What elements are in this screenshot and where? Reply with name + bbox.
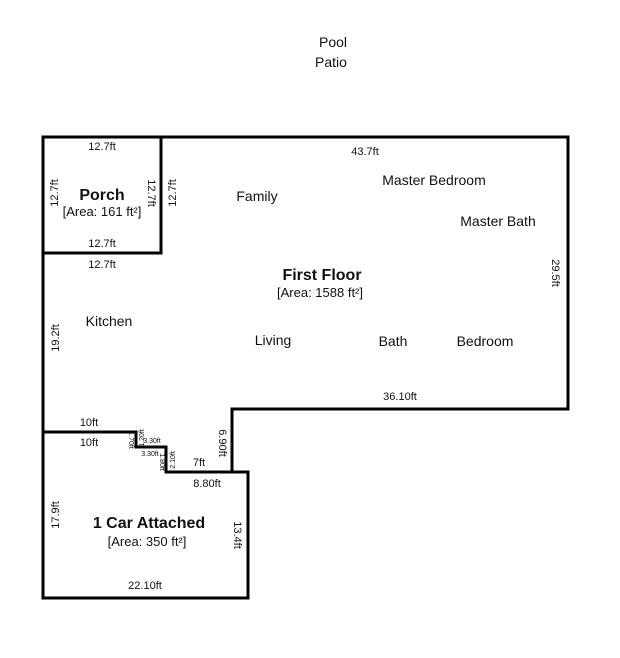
garage-label: 1 Car Attached — [93, 515, 205, 532]
garage-bottom-dim: 22.10ft — [128, 580, 162, 592]
first-floor-area: [Area: 1588 ft²] — [277, 285, 363, 300]
patio-label: Patio — [315, 54, 347, 70]
porch-right-inner-dim: 12.7ft — [145, 179, 157, 207]
porch-area: [Area: 161 ft²] — [63, 204, 142, 219]
room-family: Family — [236, 188, 277, 204]
room-bath: Bath — [379, 333, 408, 349]
porch-below-dim: 12.7ft — [88, 259, 116, 271]
garage-area: [Area: 350 ft²] — [108, 534, 187, 549]
room-master-bath: Master Bath — [460, 213, 535, 229]
porch-label: Porch — [79, 187, 124, 204]
garage-left-dim: 17.9ft — [50, 501, 62, 529]
porch-outline — [43, 135, 163, 255]
garage-top-inner-dim: 10ft — [80, 437, 98, 449]
first-floor-bottom-dim: 36.10ft — [383, 391, 417, 403]
porch-right-outer-dim: 12.7ft — [167, 179, 179, 207]
first-floor-left-dim: 19.2ft — [50, 324, 62, 352]
pool-label: Pool — [319, 34, 347, 50]
garage-right-dim: 13.4ft — [231, 521, 243, 549]
porch-top-dim: 12.7ft — [88, 141, 116, 153]
first-floor-label: First Floor — [282, 267, 361, 284]
garage-step-dim-4: 3.30ft — [141, 451, 159, 458]
room-living: Living — [255, 332, 292, 348]
first-floor-right-dim: 29.5ft — [549, 259, 561, 287]
garage-top-outer-dim: 10ft — [80, 417, 98, 429]
porch-bottom-dim: 12.7ft — [88, 238, 116, 250]
garage-wall — [43, 430, 232, 474]
porch-left-dim: 12.7ft — [49, 179, 61, 207]
first-floor-step-dim: 6.90ft — [216, 429, 228, 457]
garage-top-right-dim: 8.80ft — [193, 478, 221, 490]
garage-step-dim-6: 2.10ft — [170, 451, 177, 469]
room-kitchen: Kitchen — [86, 313, 133, 329]
garage-step-dim-2: 1.20ft — [139, 429, 146, 447]
garage-step-7-dim: 7ft — [193, 457, 205, 469]
garage-step-dim-5: 1.80ft — [158, 453, 165, 471]
room-bedroom: Bedroom — [457, 333, 514, 349]
garage-step-dim-3: 3.30ft — [143, 438, 161, 445]
room-master-bedroom: Master Bedroom — [382, 172, 485, 188]
garage-step-dim-1: 1.70ft — [127, 431, 134, 449]
first-floor-top-dim: 43.7ft — [351, 146, 379, 158]
